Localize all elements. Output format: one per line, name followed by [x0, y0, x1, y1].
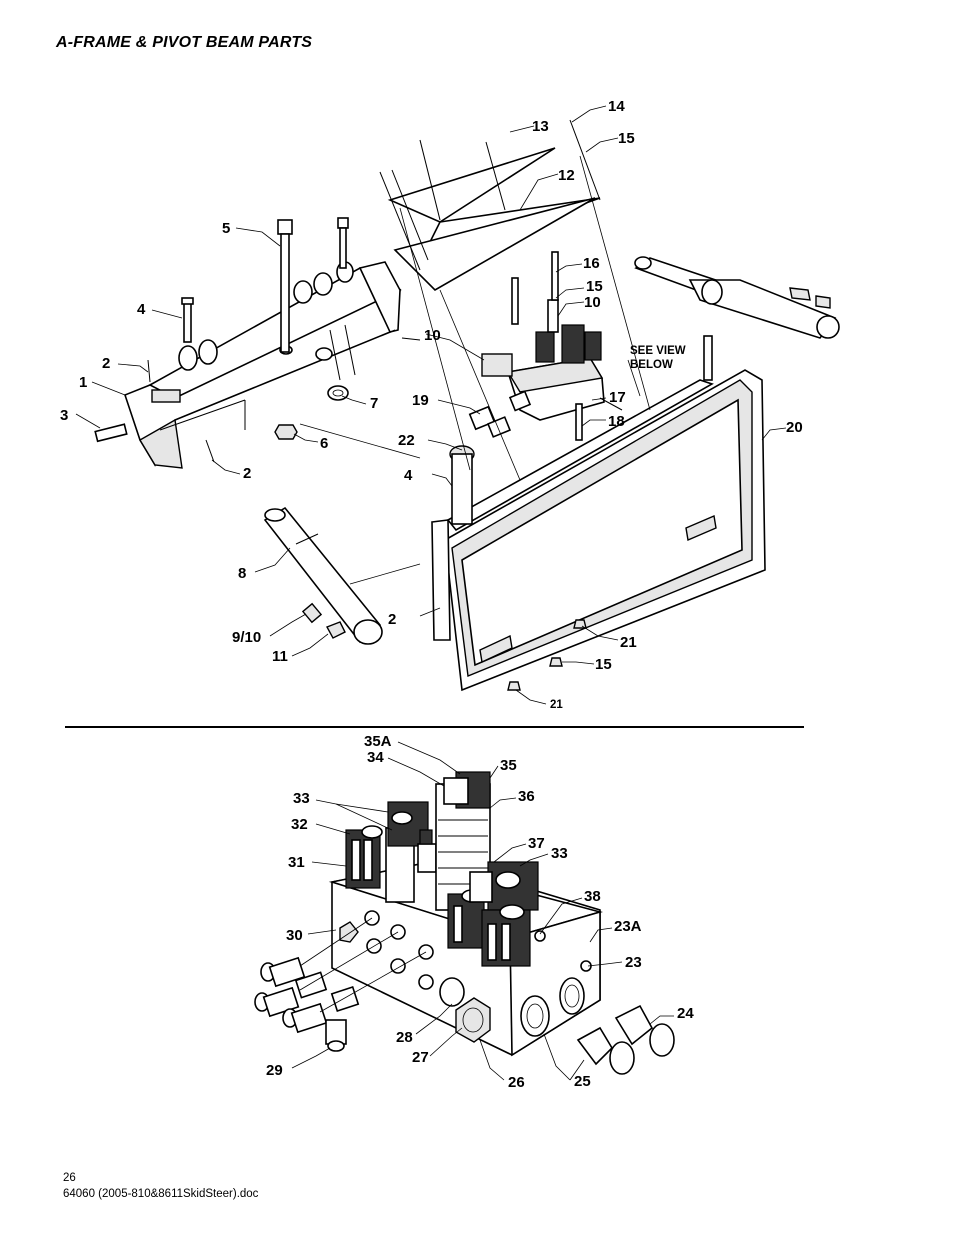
callout-27: 27 — [412, 1049, 429, 1066]
callout-35: 35 — [500, 757, 517, 774]
valve-block-detail — [254, 771, 675, 1075]
leader-lines-lower — [291, 741, 674, 1081]
callout-38: 38 — [584, 888, 601, 905]
callout-2: 2 — [102, 355, 110, 372]
callout-22: 22 — [398, 432, 415, 449]
callout-26: 26 — [508, 1074, 525, 1091]
attachment-plate-20 — [431, 335, 766, 692]
callout-20: 20 — [786, 419, 803, 436]
callout-35a: 35A — [364, 733, 392, 750]
see-view-note: SEE VIEW — [630, 345, 686, 357]
callout-21: 21 — [550, 699, 563, 711]
callout-14: 14 — [608, 98, 625, 115]
callout-6: 6 — [320, 435, 328, 452]
callout-18: 18 — [608, 413, 625, 430]
callout-15: 15 — [586, 278, 603, 295]
callout-labels: 1 2 2 2 3 4 4 5 6 7 8 9/10 10 10 11 12 1… — [60, 98, 803, 1091]
callout-10: 10 — [424, 327, 441, 344]
callout-15: 15 — [618, 130, 635, 147]
callout-25: 25 — [574, 1073, 591, 1090]
leader-lines-upper — [75, 105, 787, 705]
callout-23a: 23A — [614, 918, 642, 935]
callout-4: 4 — [404, 467, 413, 484]
page-number: 26 — [63, 1172, 76, 1184]
callout-17: 17 — [609, 389, 626, 406]
callout-8: 8 — [238, 565, 246, 582]
callout-34: 34 — [367, 749, 384, 766]
cylinder-upper-right — [634, 256, 840, 339]
callout-7: 7 — [370, 395, 378, 412]
document-filename: 64060 (2005-810&8611SkidSteer).doc — [63, 1188, 259, 1200]
callout-5: 5 — [222, 220, 230, 237]
callout-9-10: 9/10 — [232, 629, 261, 646]
guard-plates — [379, 119, 601, 291]
callout-11: 11 — [272, 648, 288, 665]
callout-23: 23 — [625, 954, 642, 971]
callout-37: 37 — [528, 835, 545, 852]
callout-33: 33 — [551, 845, 568, 862]
pivot-pin-8 — [263, 506, 383, 645]
page-title: A-FRAME & PIVOT BEAM PARTS — [56, 34, 313, 51]
callout-36: 36 — [518, 788, 535, 805]
callout-12: 12 — [558, 167, 575, 184]
callout-4: 4 — [137, 301, 146, 318]
callout-2: 2 — [243, 465, 251, 482]
callout-32: 32 — [291, 816, 308, 833]
see-view-note: BELOW — [630, 359, 673, 371]
callout-10: 10 — [584, 294, 601, 311]
callout-2: 2 — [388, 611, 396, 628]
callout-24: 24 — [677, 1005, 694, 1022]
a-frame-assembly — [124, 261, 402, 469]
callout-15: 15 — [595, 656, 612, 673]
callout-3: 3 — [60, 407, 68, 424]
callout-16: 16 — [583, 255, 600, 272]
callout-21: 21 — [620, 634, 637, 651]
callout-1: 1 — [79, 374, 87, 391]
callout-31: 31 — [288, 854, 305, 871]
callout-13: 13 — [532, 118, 549, 135]
callout-33: 33 — [293, 790, 310, 807]
callout-30: 30 — [286, 927, 303, 944]
valve-block-upper — [468, 251, 623, 441]
callout-29: 29 — [266, 1062, 283, 1079]
callout-28: 28 — [396, 1029, 413, 1046]
callout-19: 19 — [412, 392, 429, 409]
